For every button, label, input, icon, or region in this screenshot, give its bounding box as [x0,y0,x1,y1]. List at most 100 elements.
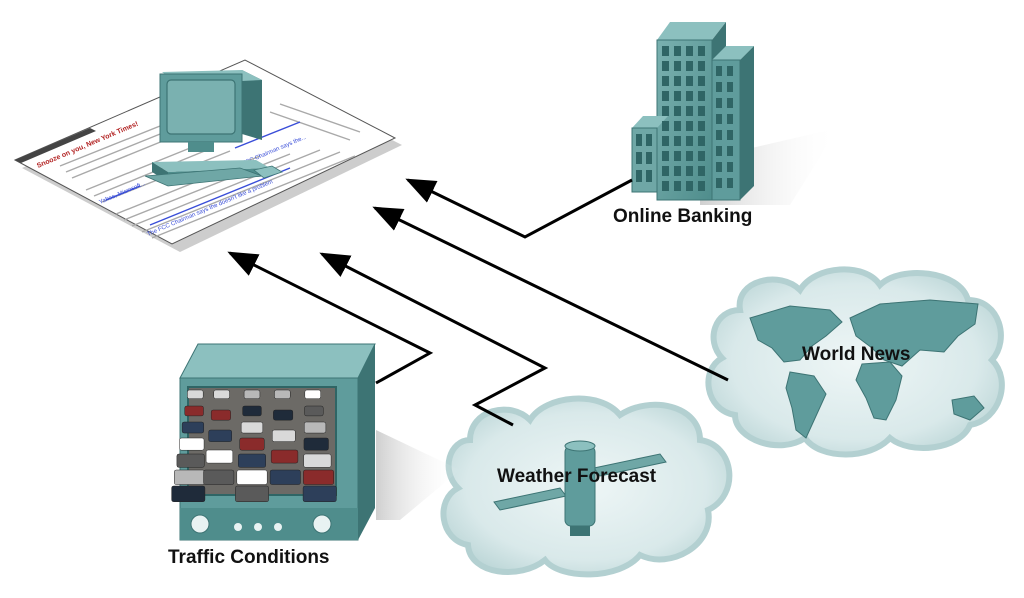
traffic-car [242,405,262,417]
building-window [662,136,669,146]
traffic-car [303,421,327,434]
building-window [662,91,669,101]
traffic-car [210,409,231,421]
building-window [674,121,681,131]
world-news-node: World News [705,266,1005,458]
building-window [636,152,642,164]
building-window [716,114,722,124]
building-window [698,91,705,101]
world-news-label: World News [802,344,910,365]
building-window [674,136,681,146]
traffic-car [181,421,205,434]
building-window [646,134,652,146]
building-window [674,181,681,191]
building-window [686,46,693,56]
building-window [698,121,705,131]
traffic-car [303,453,332,468]
online-banking-node: Online Banking [613,22,838,227]
building-window [662,151,669,161]
traffic-car [304,389,321,399]
building-window [698,136,705,146]
traffic-car [171,485,206,502]
building-window [662,121,669,131]
building-window [686,106,693,116]
building-icon [631,22,754,201]
traffic-car [304,405,324,417]
traffic-conditions-node: Traffic Conditions [168,343,460,568]
building-window [674,166,681,176]
building-window [698,166,705,176]
traffic-car [302,485,337,502]
building-window [662,76,669,86]
building-window [686,136,693,146]
building-window [686,76,693,86]
building-window [716,82,722,92]
building-window [686,166,693,176]
building-window [716,130,722,140]
building-window [662,61,669,71]
building-window [727,114,733,124]
traffic-car [235,485,269,502]
traffic-car [243,389,261,399]
building-window [674,151,681,161]
arrow-online-banking [405,178,633,239]
web-page-node: Snooze on you, New York Times! The FCC C… [13,59,402,252]
building-window [674,91,681,101]
traffic-car [203,469,235,485]
building-window [674,76,681,86]
building-window [716,162,722,172]
building-window [716,66,722,76]
traffic-conditions-label: Traffic Conditions [168,547,330,568]
traffic-car [269,469,301,485]
traffic-car [176,453,205,468]
building-window [698,76,705,86]
traffic-car [187,389,204,399]
traffic-car [179,437,205,451]
building-window [727,130,733,140]
connection-arrows [227,178,729,427]
traffic-car [240,421,264,434]
building-window [727,82,733,92]
traffic-car [236,469,268,485]
world-map-icon [749,299,985,439]
building-window [727,162,733,172]
building-window [686,181,693,191]
traffic-car [238,453,266,468]
building-window [698,181,705,191]
building-window [662,181,669,191]
building-window [727,66,733,76]
traffic-car [213,389,230,399]
building-window [674,106,681,116]
computer-icon [144,70,283,187]
traffic-car [303,469,334,485]
arrow-traffic-conditions [227,251,434,385]
tv-monitor-icon [171,343,376,541]
weather-forecast-node: Weather Forecast [440,395,733,578]
traffic-car [273,409,294,421]
traffic-car [208,429,232,442]
weather-forecast-label: Weather Forecast [497,466,657,487]
building-window [698,151,705,161]
building-window [674,46,681,56]
building-window [698,106,705,116]
building-window [727,98,733,108]
building-window [662,46,669,56]
traffic-car [274,389,291,399]
building-window [698,46,705,56]
building-window [716,178,722,188]
traffic-car [272,429,296,442]
building-window [716,146,722,156]
building-window [716,98,722,108]
building-window [636,134,642,146]
building-window [727,146,733,156]
traffic-car [239,437,265,451]
satellite-icon [493,440,667,536]
building-window [636,170,642,182]
traffic-car [303,437,329,451]
building-window [662,106,669,116]
traffic-car [174,469,205,485]
building-window [686,91,693,101]
traffic-car [205,449,234,464]
building-window [698,61,705,71]
